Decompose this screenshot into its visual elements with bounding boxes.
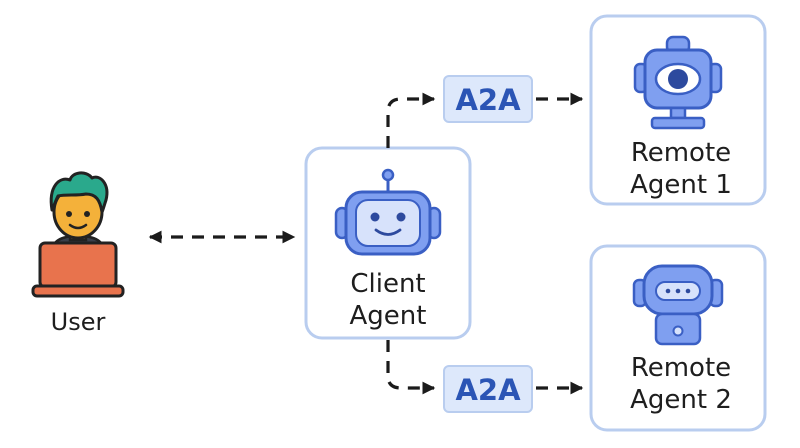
remote-agent-2-node: Remote Agent 2 [589, 244, 767, 432]
robot-bot-icon [632, 264, 724, 346]
client-agent-label-line1: Client [350, 269, 425, 299]
remote-agent-1-label-line2: Agent 1 [630, 170, 732, 200]
client-top-connector [386, 92, 436, 148]
remote-agent-2-label-line1: Remote [631, 353, 731, 383]
a2a-badge-top: A2A [443, 75, 533, 123]
client-agent-label-line2: Agent [350, 301, 427, 331]
camera-robot-icon [633, 35, 723, 130]
user-at-laptop-icon [31, 171, 125, 298]
user-node: User [31, 171, 125, 336]
a2a-badge-top-label: A2A [455, 83, 521, 117]
a2a-badge-bottom-label: A2A [455, 373, 521, 407]
a2a-badge-bottom: A2A [443, 365, 533, 413]
client-bottom-connector [386, 340, 436, 395]
remote-agent-1-label-line1: Remote [631, 138, 731, 168]
remote-agent-1-node: Remote Agent 1 [589, 14, 767, 206]
client-agent-node: Client Agent [304, 146, 472, 340]
robot-head-icon [334, 168, 442, 256]
remote-agent-2-label-line2: Agent 2 [630, 385, 732, 415]
user-label: User [51, 308, 106, 336]
